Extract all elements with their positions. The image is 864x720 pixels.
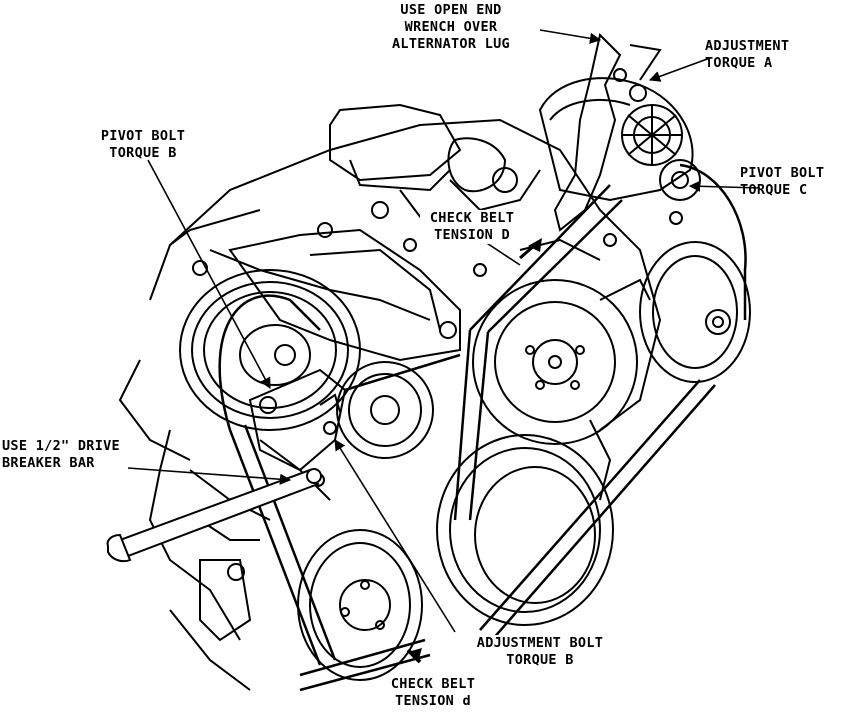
pulley-icon	[436, 434, 614, 626]
tensioner-bracket	[248, 368, 347, 487]
label-breaker-bar: USE 1/2" DRIVE BREAKER BAR	[2, 438, 120, 471]
alternator-icon	[538, 77, 694, 202]
label-adjustment-bolt-torque-b: ADJUSTMENT BOLT TORQUE B	[455, 635, 625, 669]
pulley-icon	[179, 269, 361, 431]
bolt-heads	[192, 167, 683, 581]
adjustment-bracket	[553, 33, 662, 232]
label-pivot-bolt-torque-b: PIVOT BOLT TORQUE B	[100, 128, 186, 161]
pulley-icon	[472, 279, 638, 445]
pulley-icon	[336, 361, 434, 459]
label-open-end-wrench: USE OPEN END WRENCH OVER ALTERNATOR LUG	[392, 2, 510, 52]
pulley-icon	[659, 159, 701, 201]
label-check-belt-tension-lower: CHECK BELT TENSION d	[390, 676, 476, 709]
leader-lines	[127, 29, 761, 664]
label-check-belt-tension-upper: CHECK BELT TENSION D	[420, 210, 524, 244]
label-adjustment-torque-a: ADJUSTMENT TORQUE A	[705, 38, 790, 71]
serpentine-belt	[218, 163, 747, 692]
accessory-bracket	[228, 228, 461, 362]
breaker-bar-icon	[106, 468, 322, 563]
pulley-icon	[639, 241, 751, 383]
arrow-icon	[408, 238, 542, 662]
label-pivot-bolt-torque-c: PIVOT BOLT TORQUE C	[740, 165, 825, 198]
pulley-icon	[297, 529, 423, 681]
